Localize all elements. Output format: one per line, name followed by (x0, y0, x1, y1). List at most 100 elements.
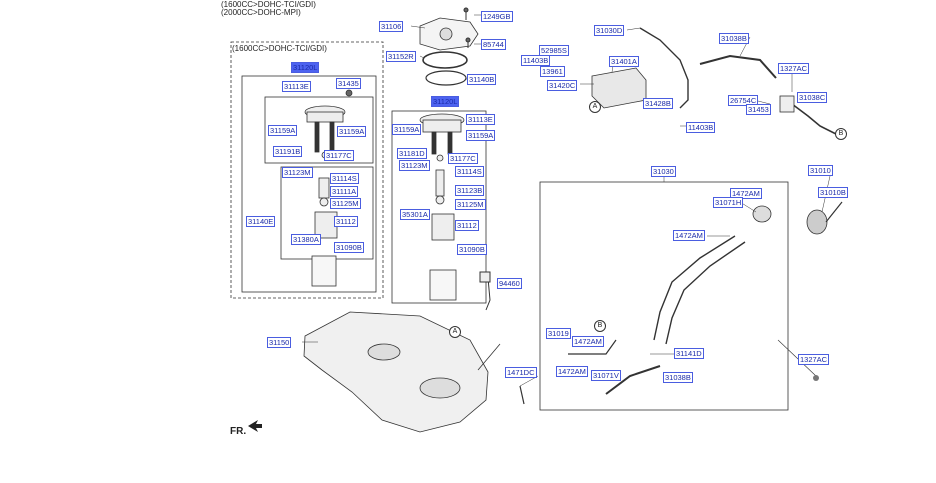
right-pump-module (419, 113, 465, 301)
left-pump-frame (241, 75, 377, 293)
tank-pipe (477, 343, 501, 371)
tank-strap (519, 385, 525, 405)
part-31435[interactable]: 31435 (336, 78, 361, 89)
part-31113e-right[interactable]: 31113E (466, 114, 495, 125)
vapor-hose-31038b (699, 54, 777, 79)
part-1472am-upper[interactable]: 1472AM (730, 188, 762, 199)
part-13961[interactable]: 13961 (540, 66, 565, 77)
fuel-tank (303, 311, 489, 433)
part-31106[interactable]: 31106 (379, 21, 404, 32)
part-1471dc[interactable]: 1471DC (505, 367, 537, 378)
part-26754c[interactable]: 26754C (728, 95, 759, 106)
callout-b-upper: B (835, 128, 847, 140)
part-31152r[interactable]: 31152R (386, 51, 416, 62)
part-31038c[interactable]: 31038C (797, 92, 828, 103)
part-31177c-left[interactable]: 31177C (324, 150, 354, 161)
callout-a-upper: A (589, 101, 601, 113)
part-31114s-right[interactable]: 31114S (455, 166, 484, 177)
box-spec-label: (1600CC>DOHC-TCI/GDI) (232, 44, 327, 53)
part-94460[interactable]: 94460 (497, 278, 522, 289)
filler-bracket-bolt (825, 201, 843, 223)
part-1472am-low-1[interactable]: 1472AM (572, 336, 604, 347)
part-31123m-left[interactable]: 31123M (282, 167, 313, 178)
part-31111a[interactable]: 31111A (330, 186, 359, 197)
part-31120l-left[interactable]: 31120L (291, 62, 320, 73)
filter-31453 (779, 95, 795, 113)
callout-b-lower: B (594, 320, 606, 332)
part-31010[interactable]: 31010 (808, 165, 833, 176)
part-31071v[interactable]: 31071V (591, 370, 621, 381)
part-31123m-right[interactable]: 31123M (399, 160, 430, 171)
part-31019[interactable]: 31019 (546, 328, 571, 339)
sender-94460 (479, 271, 491, 311)
part-52985s[interactable]: 52985S (539, 45, 569, 56)
bolt-1249gb (463, 7, 469, 20)
part-31420c[interactable]: 31420C (547, 80, 578, 91)
part-31038b-lower[interactable]: 31038B (663, 372, 693, 383)
part-31191b[interactable]: 31191B (273, 146, 303, 157)
part-31090b-right[interactable]: 31090B (457, 244, 487, 255)
hose-31071v (568, 339, 617, 355)
part-31140e[interactable]: 31140E (246, 216, 276, 227)
engine-spec-line-2: (2000CC>DOHC-MPI) (221, 8, 301, 17)
engine-variant-box (230, 41, 384, 299)
part-31123b[interactable]: 31123B (455, 185, 485, 196)
part-31177c-right[interactable]: 31177C (448, 153, 478, 164)
part-31428b[interactable]: 31428B (643, 98, 673, 109)
right-pump-frame (391, 110, 487, 304)
bolt-1327ac (813, 375, 819, 381)
part-1327ac-upper[interactable]: 1327AC (778, 63, 810, 74)
part-31112-right[interactable]: 31112 (455, 220, 479, 231)
left-pump-upper-frame (264, 96, 374, 164)
front-arrow (248, 420, 262, 432)
part-31112-left[interactable]: 31112 (334, 216, 358, 227)
part-31090b-left[interactable]: 31090B (334, 242, 364, 253)
part-31010b[interactable]: 31010B (818, 187, 848, 198)
part-31125m-left[interactable]: 31125M (330, 198, 361, 209)
part-31038b-upper[interactable]: 31038B (719, 33, 749, 44)
filler-neck-pipe (653, 235, 746, 345)
part-1472am-low-2[interactable]: 1472AM (556, 366, 588, 377)
part-31125m-right[interactable]: 31125M (455, 199, 486, 210)
part-31030d[interactable]: 31030D (594, 25, 625, 36)
pump-cover-plate (419, 17, 479, 51)
part-31113e-left[interactable]: 31113E (282, 81, 311, 92)
left-pump-module (304, 89, 353, 287)
part-11403b-upper[interactable]: 11403B (521, 55, 551, 66)
seal-ring-upper (422, 51, 468, 69)
seal-ring-lower (425, 70, 467, 86)
part-31453[interactable]: 31453 (746, 104, 771, 115)
part-31150[interactable]: 31150 (267, 337, 292, 348)
breather-hose-31038b (605, 365, 661, 395)
part-31141d[interactable]: 31141D (674, 348, 704, 359)
part-31181d[interactable]: 31181D (397, 148, 427, 159)
part-31401a[interactable]: 31401A (609, 56, 639, 67)
part-31159a-left-2[interactable]: 31159A (337, 126, 367, 137)
vapor-hose-31030d (639, 27, 689, 109)
part-31159a-left-1[interactable]: 31159A (268, 125, 298, 136)
filler-cap-ring (752, 205, 772, 223)
part-31380a[interactable]: 31380A (291, 234, 321, 245)
bolt-85744 (465, 37, 471, 48)
part-1249gb[interactable]: 1249GB (481, 11, 513, 22)
part-31140b[interactable]: 31140B (467, 74, 497, 85)
vent-hose-b (791, 103, 837, 135)
part-31120l-right[interactable]: 31120L (431, 96, 460, 107)
part-31071h[interactable]: 31071H (713, 197, 744, 208)
leader-1327ac (777, 339, 817, 377)
fuel-door (806, 209, 828, 235)
engine-spec-line-1: (1600CC>DOHC-TCI/GDI) (221, 0, 316, 9)
front-direction-label: FR. (230, 426, 247, 437)
part-11403b-lower[interactable]: 11403B (686, 122, 716, 133)
canister (591, 67, 647, 109)
part-31159a-right-1[interactable]: 31159A (392, 124, 422, 135)
part-31114s-left[interactable]: 31114S (330, 173, 359, 184)
part-1472am-mid[interactable]: 1472AM (673, 230, 705, 241)
part-1327ac-lower[interactable]: 1327AC (798, 354, 830, 365)
callout-a-lower: A (449, 326, 461, 338)
part-85744[interactable]: 85744 (481, 39, 506, 50)
part-31159a-right-2[interactable]: 31159A (466, 130, 496, 141)
part-31030[interactable]: 31030 (651, 166, 676, 177)
part-35301a[interactable]: 35301A (400, 209, 430, 220)
